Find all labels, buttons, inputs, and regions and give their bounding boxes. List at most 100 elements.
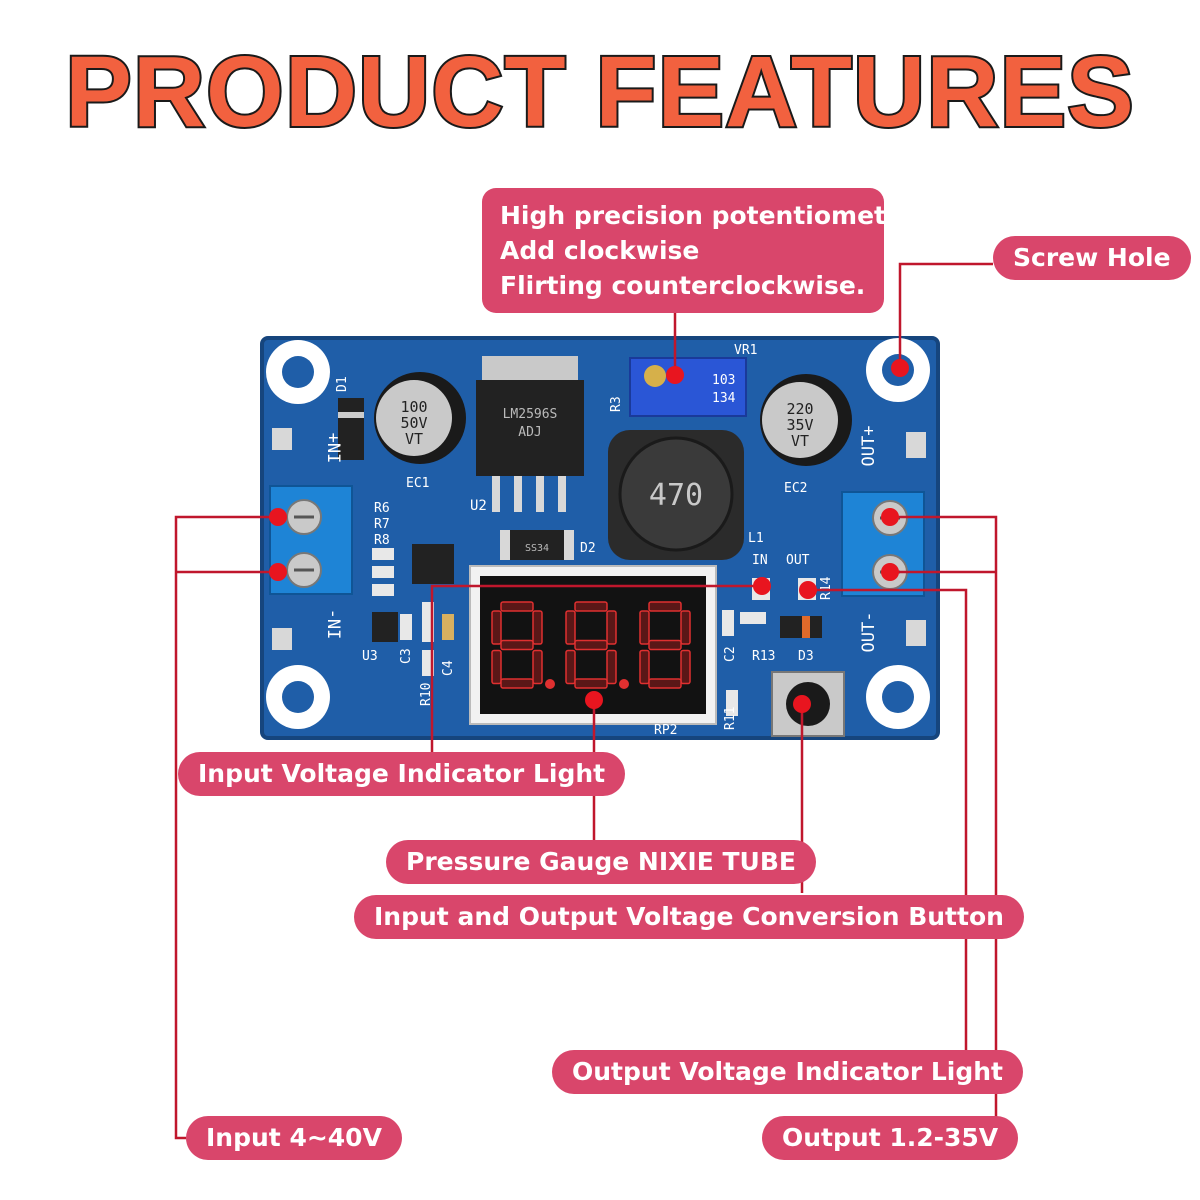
- diode-d2: [500, 530, 574, 560]
- display-segment: [532, 610, 543, 645]
- mounting-hole-icon: [266, 665, 330, 729]
- silk-label-r14: R14: [819, 576, 834, 600]
- display-digit: [491, 601, 555, 689]
- potentiometer-vr1: [629, 357, 747, 417]
- display-segment: [606, 610, 617, 645]
- display-segment: [648, 601, 682, 612]
- display-digit: [639, 601, 691, 689]
- cap-right-marking: 220: [786, 400, 813, 418]
- silk-label-d3: D3: [798, 649, 814, 664]
- pot-marking: 103: [712, 373, 735, 388]
- cap-left-marking: 50V: [400, 414, 427, 432]
- display-segment: [565, 610, 576, 645]
- inductor-l1: [608, 430, 744, 560]
- callout-output-range: Output 1.2-35V: [762, 1116, 1019, 1160]
- diode-label: D2: [580, 541, 596, 556]
- page-title: PRODUCT FEATURES: [63, 36, 1136, 148]
- mounting-hole-icon: [866, 665, 930, 729]
- silk-label-r6: R6: [374, 501, 390, 516]
- input-minus-label: -NI: [323, 609, 343, 640]
- display-segment: [648, 639, 682, 651]
- marker-dot: [753, 577, 771, 595]
- display-segment: [680, 649, 691, 685]
- callout-screw-hole: Screw Hole: [993, 236, 1191, 280]
- display-segment: [491, 649, 502, 685]
- cap-left-label: EC1: [406, 476, 429, 491]
- silk-label-r10: R10: [419, 683, 434, 706]
- display-segment: [680, 610, 691, 645]
- transistor: [412, 544, 454, 584]
- led-in-label: IN: [752, 553, 768, 568]
- silk-label-u3: U3: [362, 649, 378, 664]
- marker-dot: [269, 508, 287, 526]
- output-terminal-block: [841, 491, 925, 597]
- regulator-u2: [476, 356, 584, 512]
- callout-input-range: Input 4~40V: [186, 1116, 402, 1160]
- silk-label-r13: R13: [752, 649, 775, 664]
- solder-pad: [906, 432, 926, 458]
- marker-dot: [881, 563, 899, 581]
- solder-pad: [272, 428, 292, 450]
- input-plus-label: +NI: [323, 433, 343, 464]
- marker-dot: [881, 508, 899, 526]
- callout-line: Flirting counterclockwise.: [500, 271, 866, 300]
- silk-label-c4: C4: [441, 660, 456, 676]
- ic-u3: [372, 612, 398, 642]
- display-segment: [532, 649, 543, 685]
- display-segment: [500, 639, 534, 651]
- callout-potentiometer: High precision potentiometer Add clockwi…: [482, 188, 916, 313]
- cap-right-marking: 35V: [786, 416, 813, 434]
- display-digits: [491, 601, 691, 689]
- silk-label-r11: R11: [723, 707, 738, 730]
- silk-label-c2: C2: [723, 646, 738, 662]
- solder-pad: [272, 628, 292, 650]
- silk-label-d1: D1: [335, 376, 350, 392]
- callout-line: High precision potentiometer: [500, 201, 916, 230]
- callout-output-indicator: Output Voltage Indicator Light: [552, 1050, 1024, 1094]
- cap-left-marking: VT: [405, 430, 423, 448]
- mounting-hole-icon: [266, 340, 330, 404]
- regulator-label: U2: [470, 498, 487, 514]
- marker-dot: [891, 359, 909, 377]
- silk-label-r8: R8: [374, 533, 390, 548]
- silk-label-r7: R7: [374, 517, 390, 532]
- inductor-label: L1: [748, 531, 764, 546]
- display-segment: [565, 649, 576, 685]
- silk-label-rp2: RP2: [654, 723, 677, 738]
- callout-nixie-tube: Pressure Gauge NIXIE TUBE: [386, 840, 816, 884]
- display-segment: [574, 678, 608, 689]
- display-segment: [639, 649, 650, 685]
- input-terminal-block: [269, 485, 353, 595]
- display-decimal-point: [545, 679, 555, 689]
- capacitor-ec2: [760, 374, 852, 466]
- marker-dot: [269, 563, 287, 581]
- capacitor-ec1: [374, 372, 466, 464]
- leader-input-range: [174, 515, 278, 1140]
- silk-label-c3: C3: [399, 648, 414, 664]
- pot-label: VR1: [734, 343, 757, 358]
- marker-dot: [793, 695, 811, 713]
- display-segment: [639, 610, 650, 645]
- pot-marking: 134: [712, 391, 736, 406]
- led-out-label: OUT: [786, 553, 810, 568]
- marker-dot: [666, 366, 684, 384]
- display-segment: [491, 610, 502, 645]
- regulator-marking: LM2596S: [503, 407, 558, 422]
- cap-left-marking: 100: [400, 398, 427, 416]
- silk-label-r3: R3: [609, 396, 624, 412]
- display-decimal-point: [619, 679, 629, 689]
- callout-line: Add clockwise: [500, 236, 700, 265]
- display-segment: [574, 601, 608, 612]
- diode-marking: SS34: [525, 543, 549, 554]
- callout-conversion-button: Input and Output Voltage Conversion Butt…: [354, 895, 1024, 939]
- cap-right-marking: VT: [791, 432, 809, 450]
- marker-dot: [585, 691, 603, 709]
- display-segment: [500, 601, 534, 612]
- cap-right-label: EC2: [784, 481, 807, 496]
- callout-input-indicator: Input Voltage Indicator Light: [178, 752, 626, 796]
- regulator-marking: ADJ: [518, 425, 541, 440]
- display-segment: [648, 678, 682, 689]
- inductor-value: 470: [649, 478, 703, 513]
